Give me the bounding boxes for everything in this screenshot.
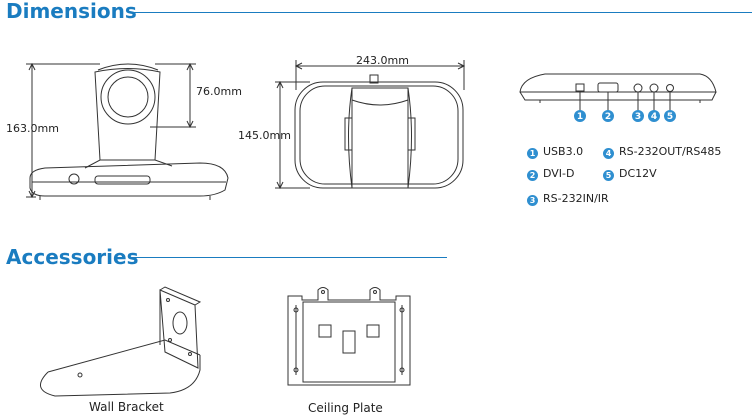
ceiling-plate-caption: Ceiling Plate bbox=[308, 401, 383, 415]
lens-height-label: 76.0mm bbox=[196, 85, 242, 98]
wall-bracket-drawing bbox=[40, 286, 202, 397]
camera-front-view bbox=[26, 62, 229, 200]
ceiling-plate-drawing bbox=[287, 287, 411, 386]
top-depth-label: 145.0mm bbox=[238, 129, 291, 142]
svg-text:1: 1 bbox=[577, 112, 583, 122]
wall-bracket-caption: Wall Bracket bbox=[89, 400, 164, 414]
port-markers: 1 2 3 4 5 bbox=[574, 110, 676, 122]
svg-text:4: 4 bbox=[651, 112, 657, 122]
camera-top-view bbox=[275, 60, 466, 190]
dimensions-rule bbox=[132, 12, 752, 13]
camera-rear-view bbox=[519, 73, 717, 111]
accessories-heading: Accessories bbox=[6, 245, 139, 269]
dimensions-heading: Dimensions bbox=[6, 0, 137, 23]
svg-text:2: 2 bbox=[605, 112, 611, 122]
front-height-label: 163.0mm bbox=[6, 122, 59, 135]
svg-text:3: 3 bbox=[635, 112, 641, 122]
svg-text:5: 5 bbox=[667, 112, 673, 122]
accessories-rule bbox=[132, 257, 447, 258]
top-width-label: 243.0mm bbox=[356, 54, 409, 67]
